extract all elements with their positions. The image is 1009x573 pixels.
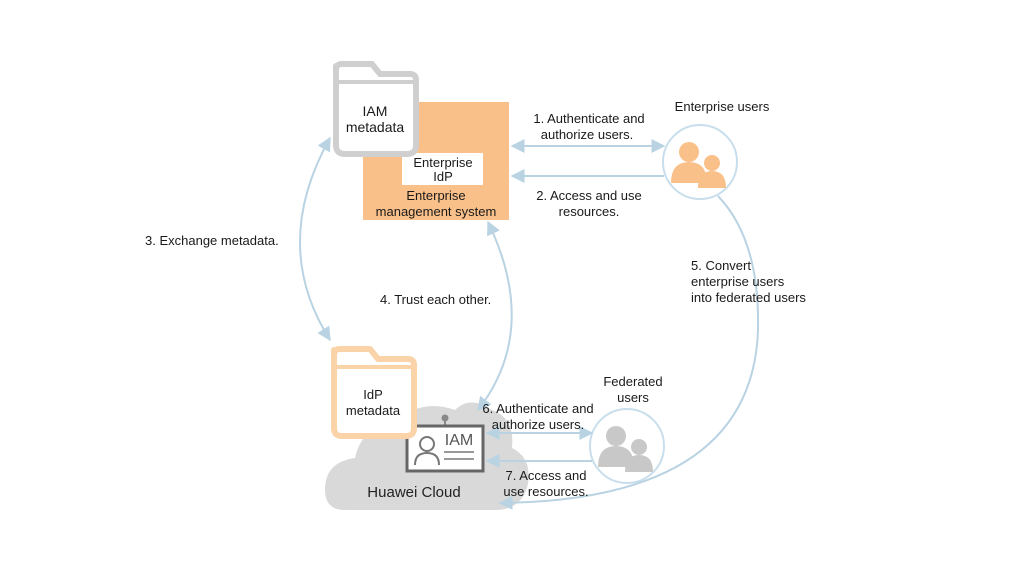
step4-label: 4. Trust each other. (380, 292, 491, 307)
step7-label-line2: use resources. (503, 484, 588, 499)
users-icon-gray (598, 426, 653, 472)
enterprise-management-system: Enterprise IdP Enterprise management sys… (363, 102, 509, 220)
step3-label: 3. Exchange metadata. (145, 233, 279, 248)
step1-label-line2: authorize users. (541, 127, 634, 142)
users-icon-orange (671, 142, 726, 188)
step5-label-line3: into federated users (691, 290, 806, 305)
idp-metadata-folder: IdP metadata (331, 346, 417, 439)
connectors (299, 136, 760, 510)
idp-metadata-label-line2: metadata (346, 403, 401, 418)
step-labels: 1. Authenticate and authorize users. 2. … (145, 111, 806, 499)
enterprise-idp-box (402, 153, 483, 185)
enterprise-users: Enterprise users (662, 99, 770, 200)
connector-step5 (498, 195, 760, 510)
federated-users-label-line2: users (617, 390, 649, 405)
enterprise-idp-label-line1: Enterprise (413, 155, 472, 170)
enterprise-idp-label-line2: IdP (433, 169, 453, 184)
step6-label-line1: 6. Authenticate and (482, 401, 593, 416)
iam-metadata-folder: IAM metadata (333, 61, 419, 157)
connector-step4 (477, 220, 513, 412)
step5-label-line2: enterprise users (691, 274, 785, 289)
connector-step3 (299, 136, 331, 342)
iam-metadata-label-line1: IAM (363, 103, 388, 119)
step2-label-line2: resources. (559, 204, 620, 219)
id-card-icon (405, 424, 485, 473)
iam-badge-label: IAM (445, 432, 473, 449)
enterprise-system-label-line2: management system (376, 204, 497, 219)
person-icon (419, 436, 435, 452)
folder-icon-orange (331, 346, 417, 439)
folder-icon (333, 61, 419, 157)
step7-label-line1: 7. Access and (506, 468, 587, 483)
enterprise-system-label-line1: Enterprise (406, 188, 465, 203)
huawei-cloud-label: Huawei Cloud (367, 484, 460, 501)
iam-badge: IAM (405, 414, 485, 473)
federated-users: Federated users (589, 374, 665, 484)
step5-label-line1: 5. Convert (691, 258, 751, 273)
federated-users-label-line1: Federated (603, 374, 662, 389)
step2-label-line1: 2. Access and use (536, 188, 642, 203)
enterprise-users-label: Enterprise users (675, 99, 770, 114)
iam-metadata-label-line2: metadata (346, 119, 405, 135)
idp-metadata-label-line1: IdP (363, 387, 383, 402)
step6-label-line2: authorize users. (492, 417, 585, 432)
step1-label-line1: 1. Authenticate and (533, 111, 644, 126)
